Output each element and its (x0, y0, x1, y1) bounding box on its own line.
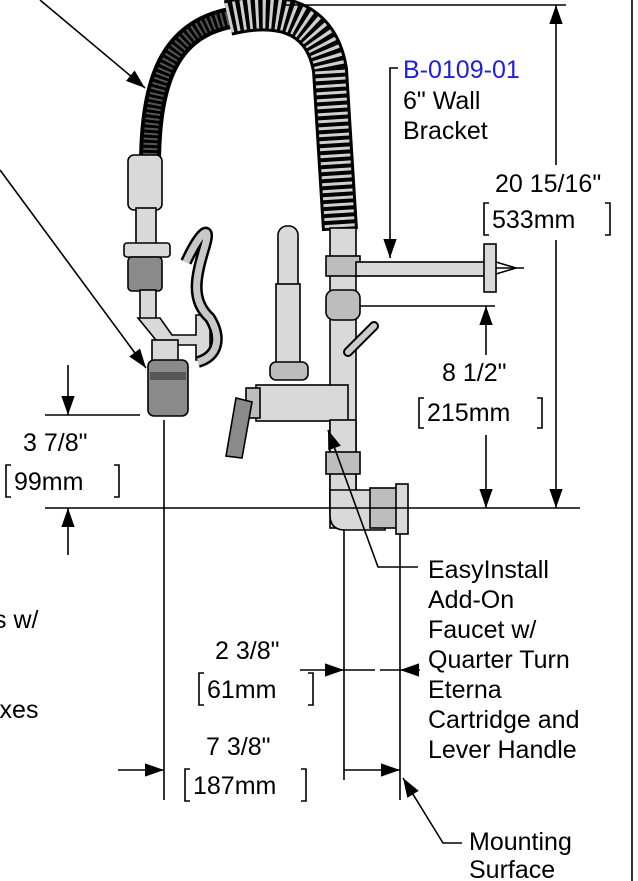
cut-left-text-1: s w/ (0, 606, 39, 634)
spray-head (147, 359, 189, 417)
faucet-illustration (123, 0, 524, 535)
faucet-label-line4: Quarter Turn (428, 646, 570, 674)
leader-faucet (327, 429, 418, 568)
dim-height-mm: 533mm (492, 206, 575, 234)
dim-spout-in: 3 7/8" (23, 429, 87, 457)
faucet-label-line5: Eterna (428, 676, 502, 704)
dim-inlet-in: 2 3/8" (215, 637, 279, 665)
faucet-label-line6: Cartridge and (428, 706, 579, 734)
dim-spout-mm: 99mm (14, 468, 83, 496)
hose-black (139, 7, 233, 166)
faucet-label-line3: Faucet w/ (428, 616, 536, 644)
cut-left-text-2: ixes (0, 696, 38, 724)
leader-mounting (402, 777, 462, 844)
dim-height-in: 20 15/16" (495, 170, 601, 198)
wall-flange (395, 483, 409, 535)
dim-reach-in: 7 3/8" (206, 733, 270, 761)
wall-bracket-arm (355, 261, 487, 277)
faucet-label-line2: Add-On (428, 586, 514, 614)
mount-label-line1: Mounting (469, 828, 572, 856)
leader-spray (0, 169, 147, 369)
leader-hose (39, 0, 146, 89)
dim-inlet-mm: 61mm (207, 676, 276, 704)
dim-reach-mm: 187mm (193, 772, 276, 800)
leader-bracket (383, 67, 398, 258)
faucet-label-line7: Lever Handle (428, 736, 577, 764)
faucet-label-line1: EasyInstall (428, 556, 549, 584)
dim-mid-mm: 215mm (427, 399, 510, 427)
mount-label-line2: Surface (469, 856, 555, 881)
bracket-label-line2: Bracket (403, 117, 488, 145)
bracket-label-line1: 6" Wall (403, 87, 480, 115)
dim-mid-in: 8 1/2" (442, 359, 506, 387)
part-number-link[interactable]: B-0109-01 (403, 56, 520, 84)
